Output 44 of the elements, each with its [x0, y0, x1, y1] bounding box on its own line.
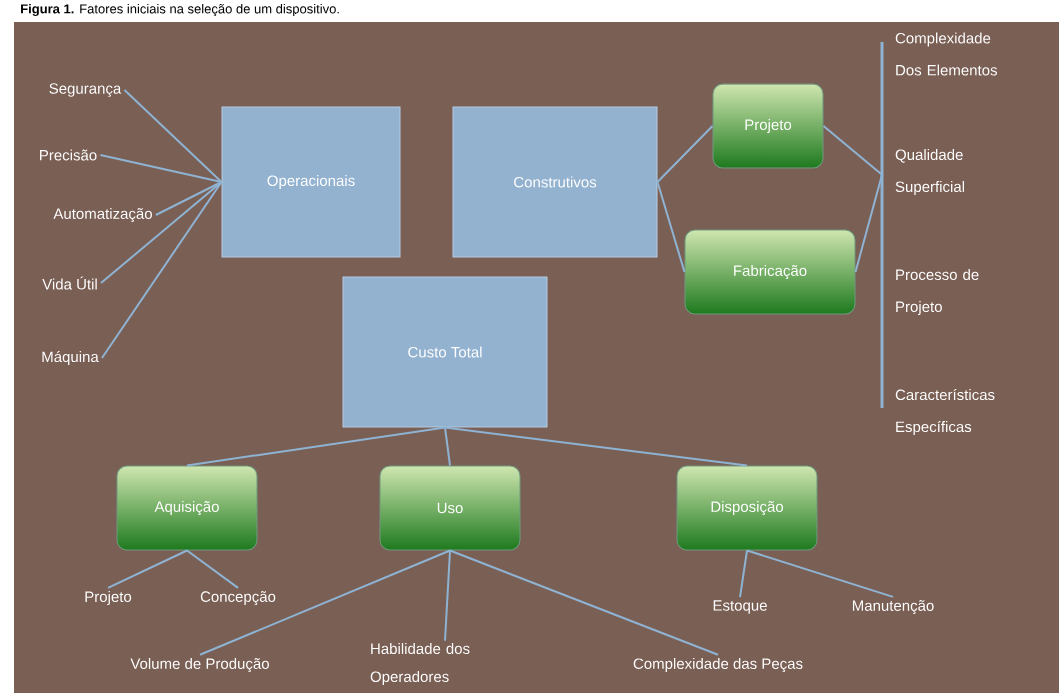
factor-box: Operacionais: [221, 106, 401, 258]
factor-box: Construtivos: [452, 106, 658, 258]
connector-line: [449, 549, 719, 656]
factor-label: Complexidade Dos Elementos: [895, 32, 997, 76]
connector-line: [100, 181, 223, 359]
factor-label: Volume de Produção: [130, 658, 269, 673]
factor-label: Manutenção: [852, 600, 934, 614]
factor-label: Precisão: [40, 149, 97, 161]
factor-label: Segurança: [49, 83, 122, 97]
factor-label: Características Específicas: [895, 388, 995, 436]
connector-line: [746, 549, 894, 598]
category-box: Disposição: [676, 465, 818, 551]
connector-line: [199, 549, 451, 656]
connector-line: [107, 549, 188, 589]
connector-line: [656, 125, 714, 183]
category-box: Projeto: [712, 83, 824, 169]
factor-label: Processo de Projeto: [896, 269, 979, 315]
connector-line: [444, 426, 748, 467]
figure-title: Figura 1. Fatores iniciais na seleção de um dispositivo.: [21, 3, 339, 17]
factor-label: Concepção: [200, 591, 276, 605]
factor-label: Vida Útil: [42, 276, 97, 290]
connector-line: [822, 125, 883, 176]
factor-box: Custo Total: [342, 276, 548, 428]
connector-line: [656, 181, 686, 273]
category-box: Uso: [379, 465, 521, 551]
factor-label: Complexidade das Peças: [633, 658, 803, 673]
connector-line: [186, 549, 239, 589]
connector-line: [444, 426, 451, 467]
connector-line: [99, 154, 223, 183]
connector-line: [739, 549, 748, 599]
connector-line: [123, 89, 223, 183]
connector-line: [444, 549, 451, 642]
factor-label: Habilidade dos Operadores: [370, 643, 470, 685]
category-box: Aquisição: [116, 465, 258, 551]
factor-label: Máquina: [42, 350, 99, 366]
factor-label: Estoque: [713, 600, 767, 614]
category-box: Fabricação: [684, 229, 856, 315]
bracket-bar: [880, 42, 884, 408]
factor-label: Projeto: [85, 591, 132, 605]
connector-line: [854, 173, 883, 273]
factor-label: Automatização: [53, 208, 152, 223]
factor-label: Qualidade Superficial: [895, 149, 965, 195]
connector-line: [154, 181, 223, 216]
connector-line: [186, 426, 446, 467]
